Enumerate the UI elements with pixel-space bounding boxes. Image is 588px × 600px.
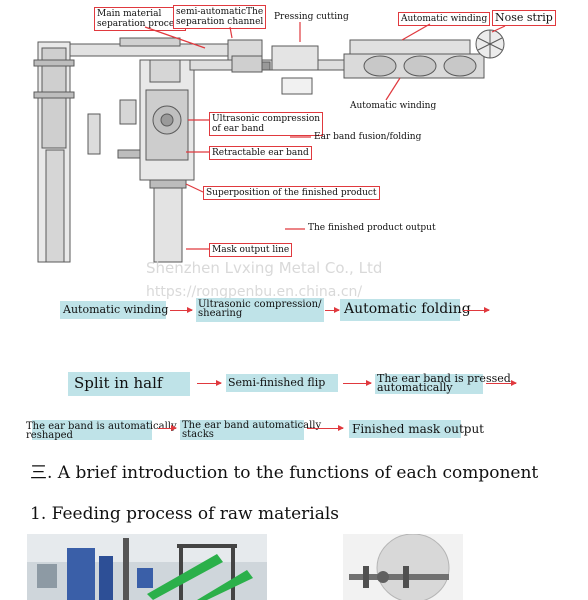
feeding-photo-right [343,534,463,600]
feeding-photo-left [27,534,267,600]
label-retractable-ear-band: Retractable ear band [209,146,312,160]
flow-step-ultrasonic-compression: Ultrasonic compression/ shearing [196,298,324,322]
flow-arrow [158,425,177,431]
label-semi-automatic: semi-automaticThe separation channel [173,5,267,29]
label-mask-output-line: Mask output line [209,243,293,257]
flow-step-semi-finished-flip: Semi-finished flip [226,374,338,392]
label-automatic-winding-mid: Automatic winding [350,101,437,111]
label-superposition: Superposition of the finished product [203,186,380,200]
flow-arrow [325,307,340,313]
label-automatic-winding-top: Automatic winding [398,12,491,26]
feeding-machine-image [27,534,267,600]
flow-step-automatic-folding: Automatic folding [340,299,471,321]
label-ultrasonic-compression: Ultrasonic compression of ear band [209,112,324,136]
label-pressing-cutting: Pressing cutting [274,12,349,22]
machine-diagram: Main material separation process semi-au… [0,0,588,277]
label-ear-band-fusion: Ear band fusion/folding [314,132,422,142]
label-pointers [144,22,506,250]
flow-arrow [197,380,222,386]
watermark-url: https://rongpenbu.en.china.cn/ [146,284,363,300]
flow-step-automatic-winding: Automatic winding [60,301,168,319]
flow-arrow [486,380,517,386]
machine-drawing [33,29,505,263]
label-finished-product-output: The finished product output [308,223,436,233]
flow-step-finished-mask-output: Finished mask output [349,420,484,438]
flow-step-ear-band-pressed: The ear band is pressed automatically [375,372,511,394]
flow-step-split-in-half: Split in half [68,372,190,396]
flow-arrow [343,380,372,386]
section-heading: 三. A brief introduction to the functions… [30,463,539,483]
feeding-roll-image [343,534,463,600]
flow-arrow [463,307,490,313]
watermark-company: Shenzhen Lvxing Metal Co., Ltd [146,259,383,277]
label-nose-strip: Nose strip [492,10,556,26]
flow-step-ear-band-stacks: The ear band automatically stacks [180,420,322,440]
subsection-heading: 1. Feeding process of raw materials [30,504,339,524]
flow-arrow [170,307,193,313]
flow-step-ear-band-reshaped: The ear band is automatically reshaped [26,420,177,441]
flow-arrow [307,425,344,431]
